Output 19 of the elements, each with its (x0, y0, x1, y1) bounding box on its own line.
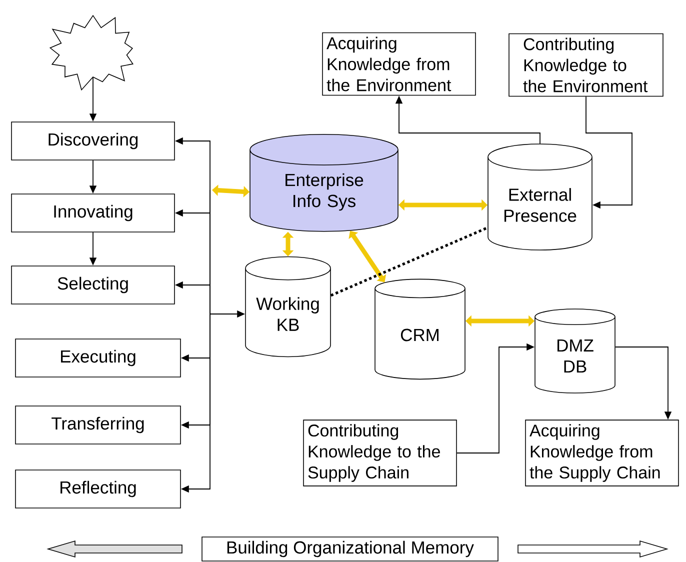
process-box: Reflecting (15, 470, 181, 508)
database-cylinder: External Presence (488, 144, 592, 250)
process-box: Discovering (11, 122, 175, 160)
database-cylinder: Enterprise Info Sys (250, 134, 398, 232)
process-box: Selecting (11, 266, 175, 304)
connector-arrow (348, 230, 386, 282)
note-box: Acquiring Knowledge from the Environment (322, 32, 476, 96)
database-cylinder: CRM (374, 278, 466, 380)
label-box: Building Organizational Memory (202, 536, 498, 562)
process-box: Transferring (15, 406, 181, 444)
note-box: Contributing Knowledge to the Supply Chain (303, 420, 457, 486)
process-box: Innovating (11, 194, 175, 232)
note-box: Acquiring Knowledge from the Supply Chain (525, 420, 679, 486)
connector-arrow (586, 96, 632, 209)
connector-line (330, 226, 488, 297)
note-box: Contributing Knowledge to the Environment (508, 33, 664, 97)
process-box: Executing (15, 338, 181, 378)
database-cylinder: DMZ DB (534, 308, 616, 394)
database-cylinder: Working KB (245, 256, 331, 358)
